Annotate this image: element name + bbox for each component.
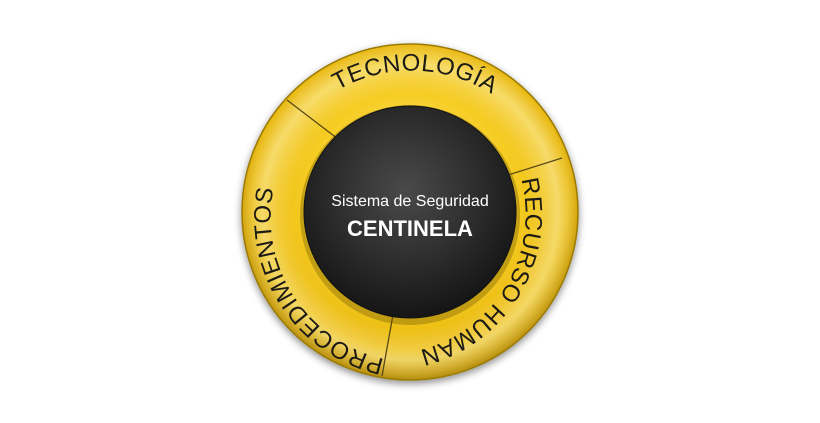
center-title: CENTINELA (347, 216, 473, 241)
divider-right (507, 157, 563, 176)
center-core (303, 105, 517, 319)
divider-top-left (286, 99, 339, 140)
center-subtitle: Sistema de Seguridad (331, 193, 488, 210)
